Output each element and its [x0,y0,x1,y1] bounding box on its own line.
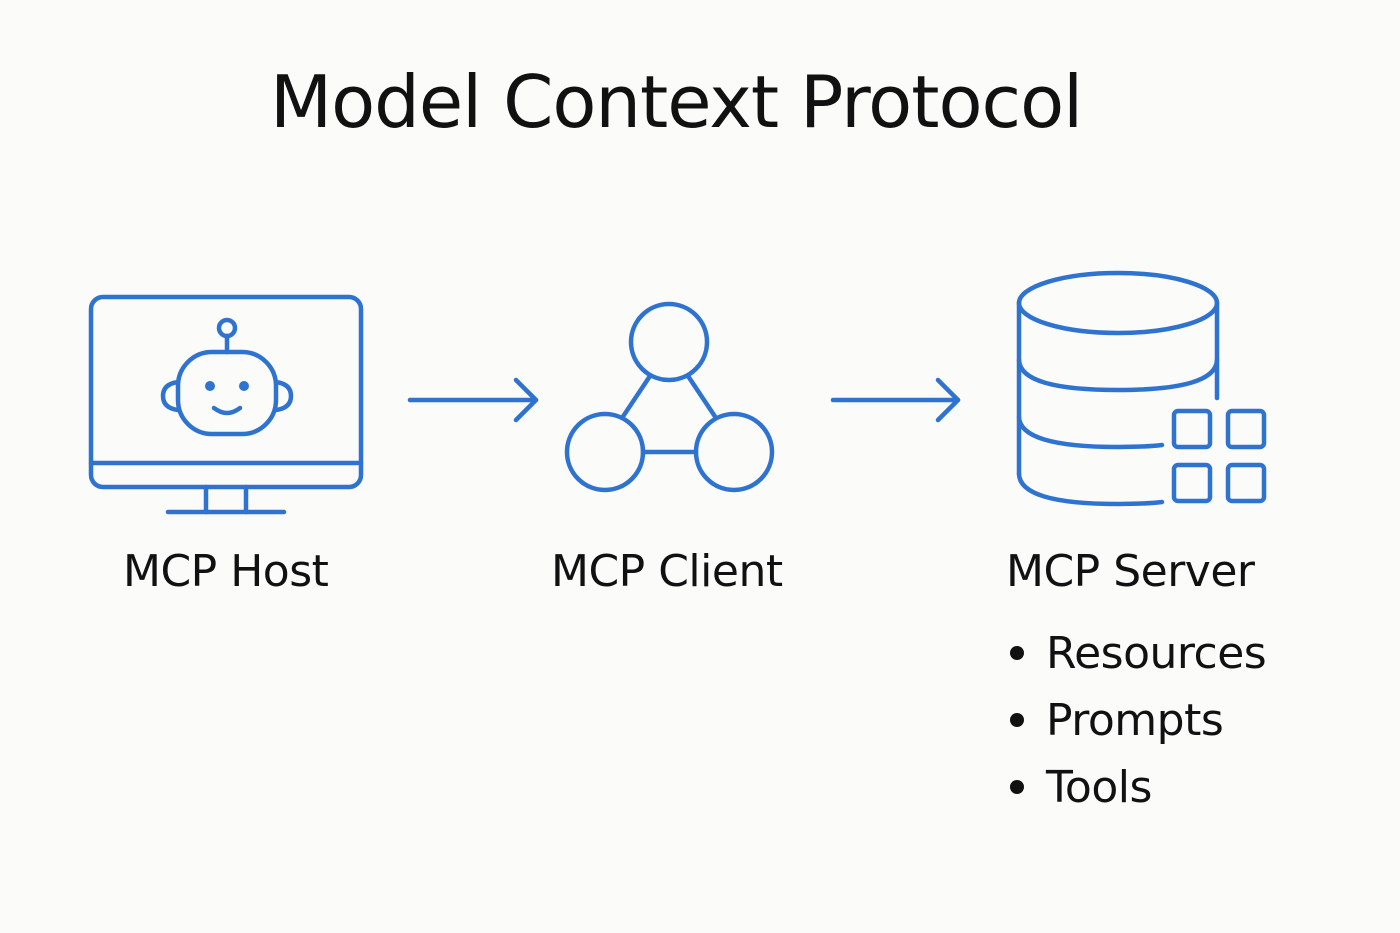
monitor-robot-icon [88,294,364,515]
mcp-client-label: MCP Client [551,546,783,597]
bullet-icon [1010,713,1024,727]
diagram-title: Model Context Protocol [270,60,1083,144]
database-grid-icon [1016,270,1267,507]
list-item: Resources [1006,620,1267,687]
network-triangle-icon [564,301,775,493]
mcp-host-label: MCP Host [123,546,329,597]
feature-prompts: Prompts [1046,695,1224,746]
bullet-icon [1010,780,1024,794]
arrow-client-to-server [830,377,961,423]
list-item: Prompts [1006,687,1266,754]
arrow-host-to-client [407,377,539,423]
bullet-icon [1010,646,1024,660]
feature-resources: Resources [1046,628,1267,679]
list-item: Tools [1006,754,1266,821]
server-feature-list: Resources Prompts Tools [1006,620,1267,821]
mcp-server-label: MCP Server [1006,546,1255,597]
feature-tools: Tools [1046,762,1152,813]
